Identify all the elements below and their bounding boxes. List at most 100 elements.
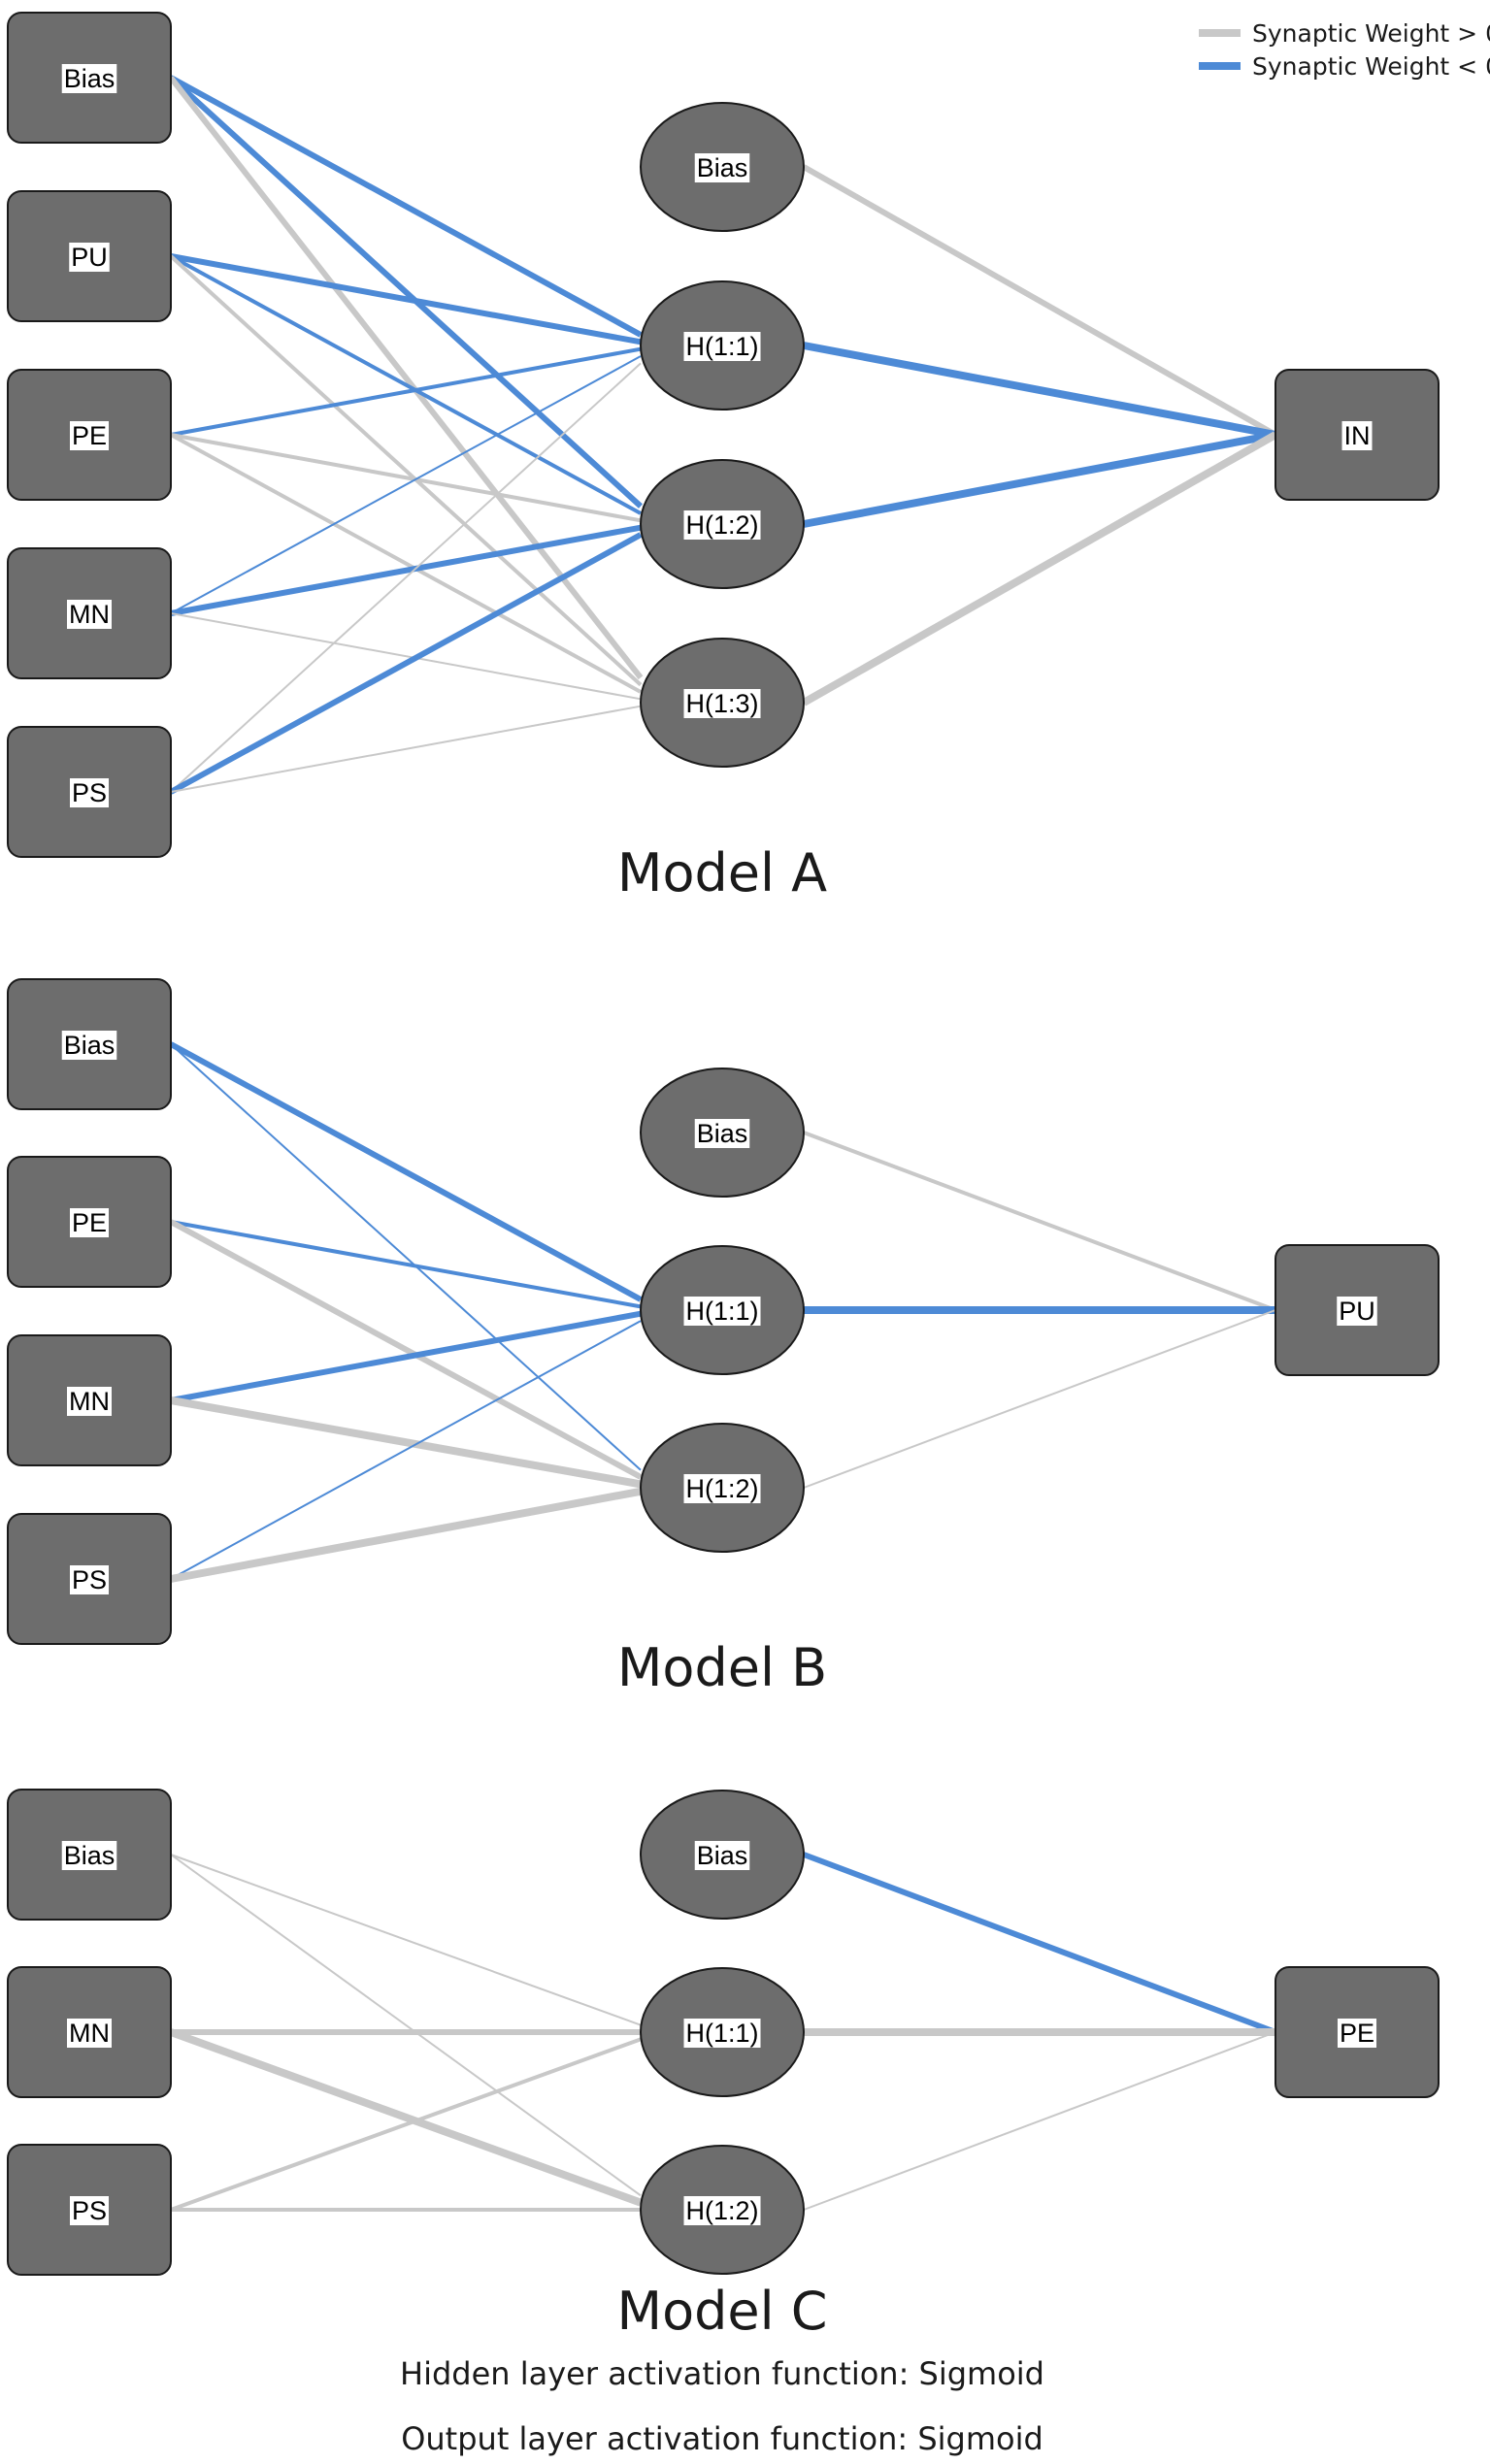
model-c-output-pe-label-bg (1337, 2019, 1377, 2048)
model-b-output-pu-label-bg (1337, 1297, 1377, 1326)
model-a-input-mn-label: MN (69, 600, 110, 629)
activation-footer: Hidden layer activation function: Sigmoi… (400, 2355, 1044, 2457)
model-c-hidden-h-1-1: H(1:1) (640, 1967, 805, 2097)
model-a-weight-pe-h-1-1 (170, 346, 642, 437)
model-b-hidden-bias-label: Bias (697, 1119, 748, 1148)
model-b-input-ps-label: PS (72, 1565, 107, 1594)
model-b-hidden-bias-label-bg (694, 1119, 750, 1148)
model-c-weight-h-1-2-pe (803, 2031, 1276, 2211)
model-c-input-ps: PS (7, 2144, 172, 2276)
model-c-output-pe: PE (1275, 1966, 1440, 2098)
model-c-weight-ps-h-1-1 (170, 2037, 642, 2212)
model-c-hidden-bias-label: Bias (697, 1841, 748, 1870)
model-b-hidden-bias: Bias (640, 1068, 805, 1198)
model-b-weight-bias-pu (803, 1131, 1276, 1312)
model-a-weight-mn-h-1-3 (170, 612, 642, 701)
model-b-output-pu-label: PU (1339, 1297, 1375, 1326)
model-a-weight-ps-h-1-3 (170, 705, 642, 793)
model-c-hidden-bias: Bias (640, 1790, 805, 1920)
model-a-input-ps: PS (7, 726, 172, 858)
model-b-weight-pe-h-1-1 (170, 1220, 642, 1309)
model-b-input-bias: Bias (7, 978, 172, 1110)
model-c-input-bias-label-bg (61, 1841, 117, 1870)
model-b-hidden-h-1-1-label-bg (683, 1297, 761, 1326)
model-a-input-pe: PE (7, 369, 172, 501)
model-b-input-mn: MN (7, 1334, 172, 1466)
model-a-weight-h-1-3-in (802, 431, 1277, 706)
model-b-hidden-h-1-1: H(1:1) (640, 1245, 805, 1375)
model-a-weight-ps-h-1-1 (170, 362, 642, 793)
legend-positive-label: Synaptic Weight > 0 (1252, 19, 1490, 48)
model-a-weight-pe-h-1-3 (170, 433, 642, 694)
model-a-input-pu-label-bg (69, 243, 110, 272)
model-a-weight-bias-h-1-1 (169, 75, 643, 338)
hidden-activation-text: Hidden layer activation function: Sigmoi… (400, 2355, 1044, 2392)
model-a-weight-bias-h-1-3 (168, 76, 644, 680)
model-a-input-bias-label-bg (61, 64, 117, 93)
model-b-input-mn-label-bg (67, 1387, 112, 1416)
model-c-input-bias: Bias (7, 1789, 172, 1921)
model-b-weight-bias-h-1-1 (169, 1041, 643, 1302)
model-a-weight-ps-h-1-2 (169, 532, 643, 795)
model-b-weight-mn-h-1-1 (170, 1310, 642, 1403)
model-a-input-pe-label: PE (72, 421, 107, 450)
model-b-input-pe-label: PE (72, 1208, 107, 1237)
model-a-title: Model A (617, 842, 827, 903)
model-c-input-mn-label-bg (67, 2019, 112, 2048)
model-b-weight-ps-h-1-1 (170, 1320, 642, 1580)
model-a-input-bias-label: Bias (64, 64, 116, 93)
synaptic-weights-layer (168, 75, 1277, 2212)
output-activation-text: Output layer activation function: Sigmoi… (401, 2420, 1043, 2457)
model-a-input-mn-label-bg (67, 600, 112, 629)
model-a-hidden-h-1-3-label-bg (683, 689, 761, 718)
model-c-hidden-h-1-2-label: H(1:2) (685, 2196, 758, 2225)
model-b-input-ps-label-bg (69, 1565, 110, 1594)
nodes-layer: BiasPUPEMNPSBiasH(1:1)H(1:2)H(1:3)INBias… (7, 12, 1440, 2276)
model-a-hidden-h-1-1-label: H(1:1) (685, 332, 758, 361)
model-c-hidden-h-1-1-label-bg (683, 2019, 761, 2048)
model-a-hidden-h-1-1-label-bg (683, 332, 761, 361)
model-a-hidden-h-1-2: H(1:2) (640, 459, 805, 589)
model-b-weight-pe-h-1-2 (169, 1219, 643, 1480)
model-a-input-pu: PU (7, 190, 172, 322)
model-a-hidden-h-1-3-label: H(1:3) (685, 689, 758, 718)
model-c-input-mn-label: MN (69, 2019, 110, 2048)
model-a-weight-pe-h-1-2 (170, 433, 642, 523)
model-a-hidden-bias: Bias (640, 102, 805, 232)
model-a-input-ps-label-bg (69, 778, 110, 807)
model-c-input-bias-label: Bias (64, 1841, 116, 1870)
model-a-weight-pu-h-1-2 (170, 254, 642, 515)
model-a-weight-h-1-2-in (803, 431, 1276, 528)
model-c-input-ps-label-bg (69, 2196, 110, 2225)
model-c-weight-bias-h-1-2 (170, 1854, 642, 2197)
model-b-hidden-h-1-2: H(1:2) (640, 1423, 805, 1553)
model-a-output-in-label: IN (1344, 421, 1371, 450)
model-a-output-in-label-bg (1341, 421, 1373, 450)
model-b-weight-h-1-2-pu (803, 1309, 1276, 1489)
model-a-input-bias: Bias (7, 12, 172, 144)
model-c-weight-bias-pe (802, 1852, 1277, 2035)
model-a-weight-mn-h-1-2 (170, 524, 642, 616)
model-b-input-mn-label: MN (69, 1387, 110, 1416)
model-a-weight-bias-in (802, 164, 1277, 438)
model-a-input-pe-label-bg (69, 421, 110, 450)
model-b-hidden-h-1-1-label: H(1:1) (685, 1297, 758, 1326)
model-b-hidden-h-1-2-label-bg (683, 1474, 761, 1503)
model-c-hidden-h-1-2-label-bg (683, 2196, 761, 2225)
model-b-weight-bias-h-1-2 (170, 1043, 642, 1471)
model-a-hidden-bias-label: Bias (697, 153, 748, 182)
legend-negative-label: Synaptic Weight < 0 (1252, 52, 1490, 81)
model-a-weight-mn-h-1-1 (170, 355, 642, 614)
model-c-weight-mn-h-1-2 (169, 2028, 643, 2207)
model-c-title: Model C (616, 2281, 827, 2342)
model-b-hidden-h-1-2-label: H(1:2) (685, 1474, 758, 1503)
model-a-hidden-h-1-2-label-bg (683, 510, 761, 540)
legend: Synaptic Weight > 0 Synaptic Weight < 0 (1199, 19, 1490, 81)
model-a-hidden-bias-label-bg (694, 153, 750, 182)
model-a-weight-pu-h-1-3 (169, 254, 643, 687)
model-a-hidden-h-1-2-label: H(1:2) (685, 510, 758, 540)
model-a-weight-bias-h-1-2 (168, 75, 644, 509)
model-c-hidden-bias-label-bg (694, 1841, 750, 1870)
model-c-hidden-h-1-1-label: H(1:1) (685, 2019, 758, 2048)
